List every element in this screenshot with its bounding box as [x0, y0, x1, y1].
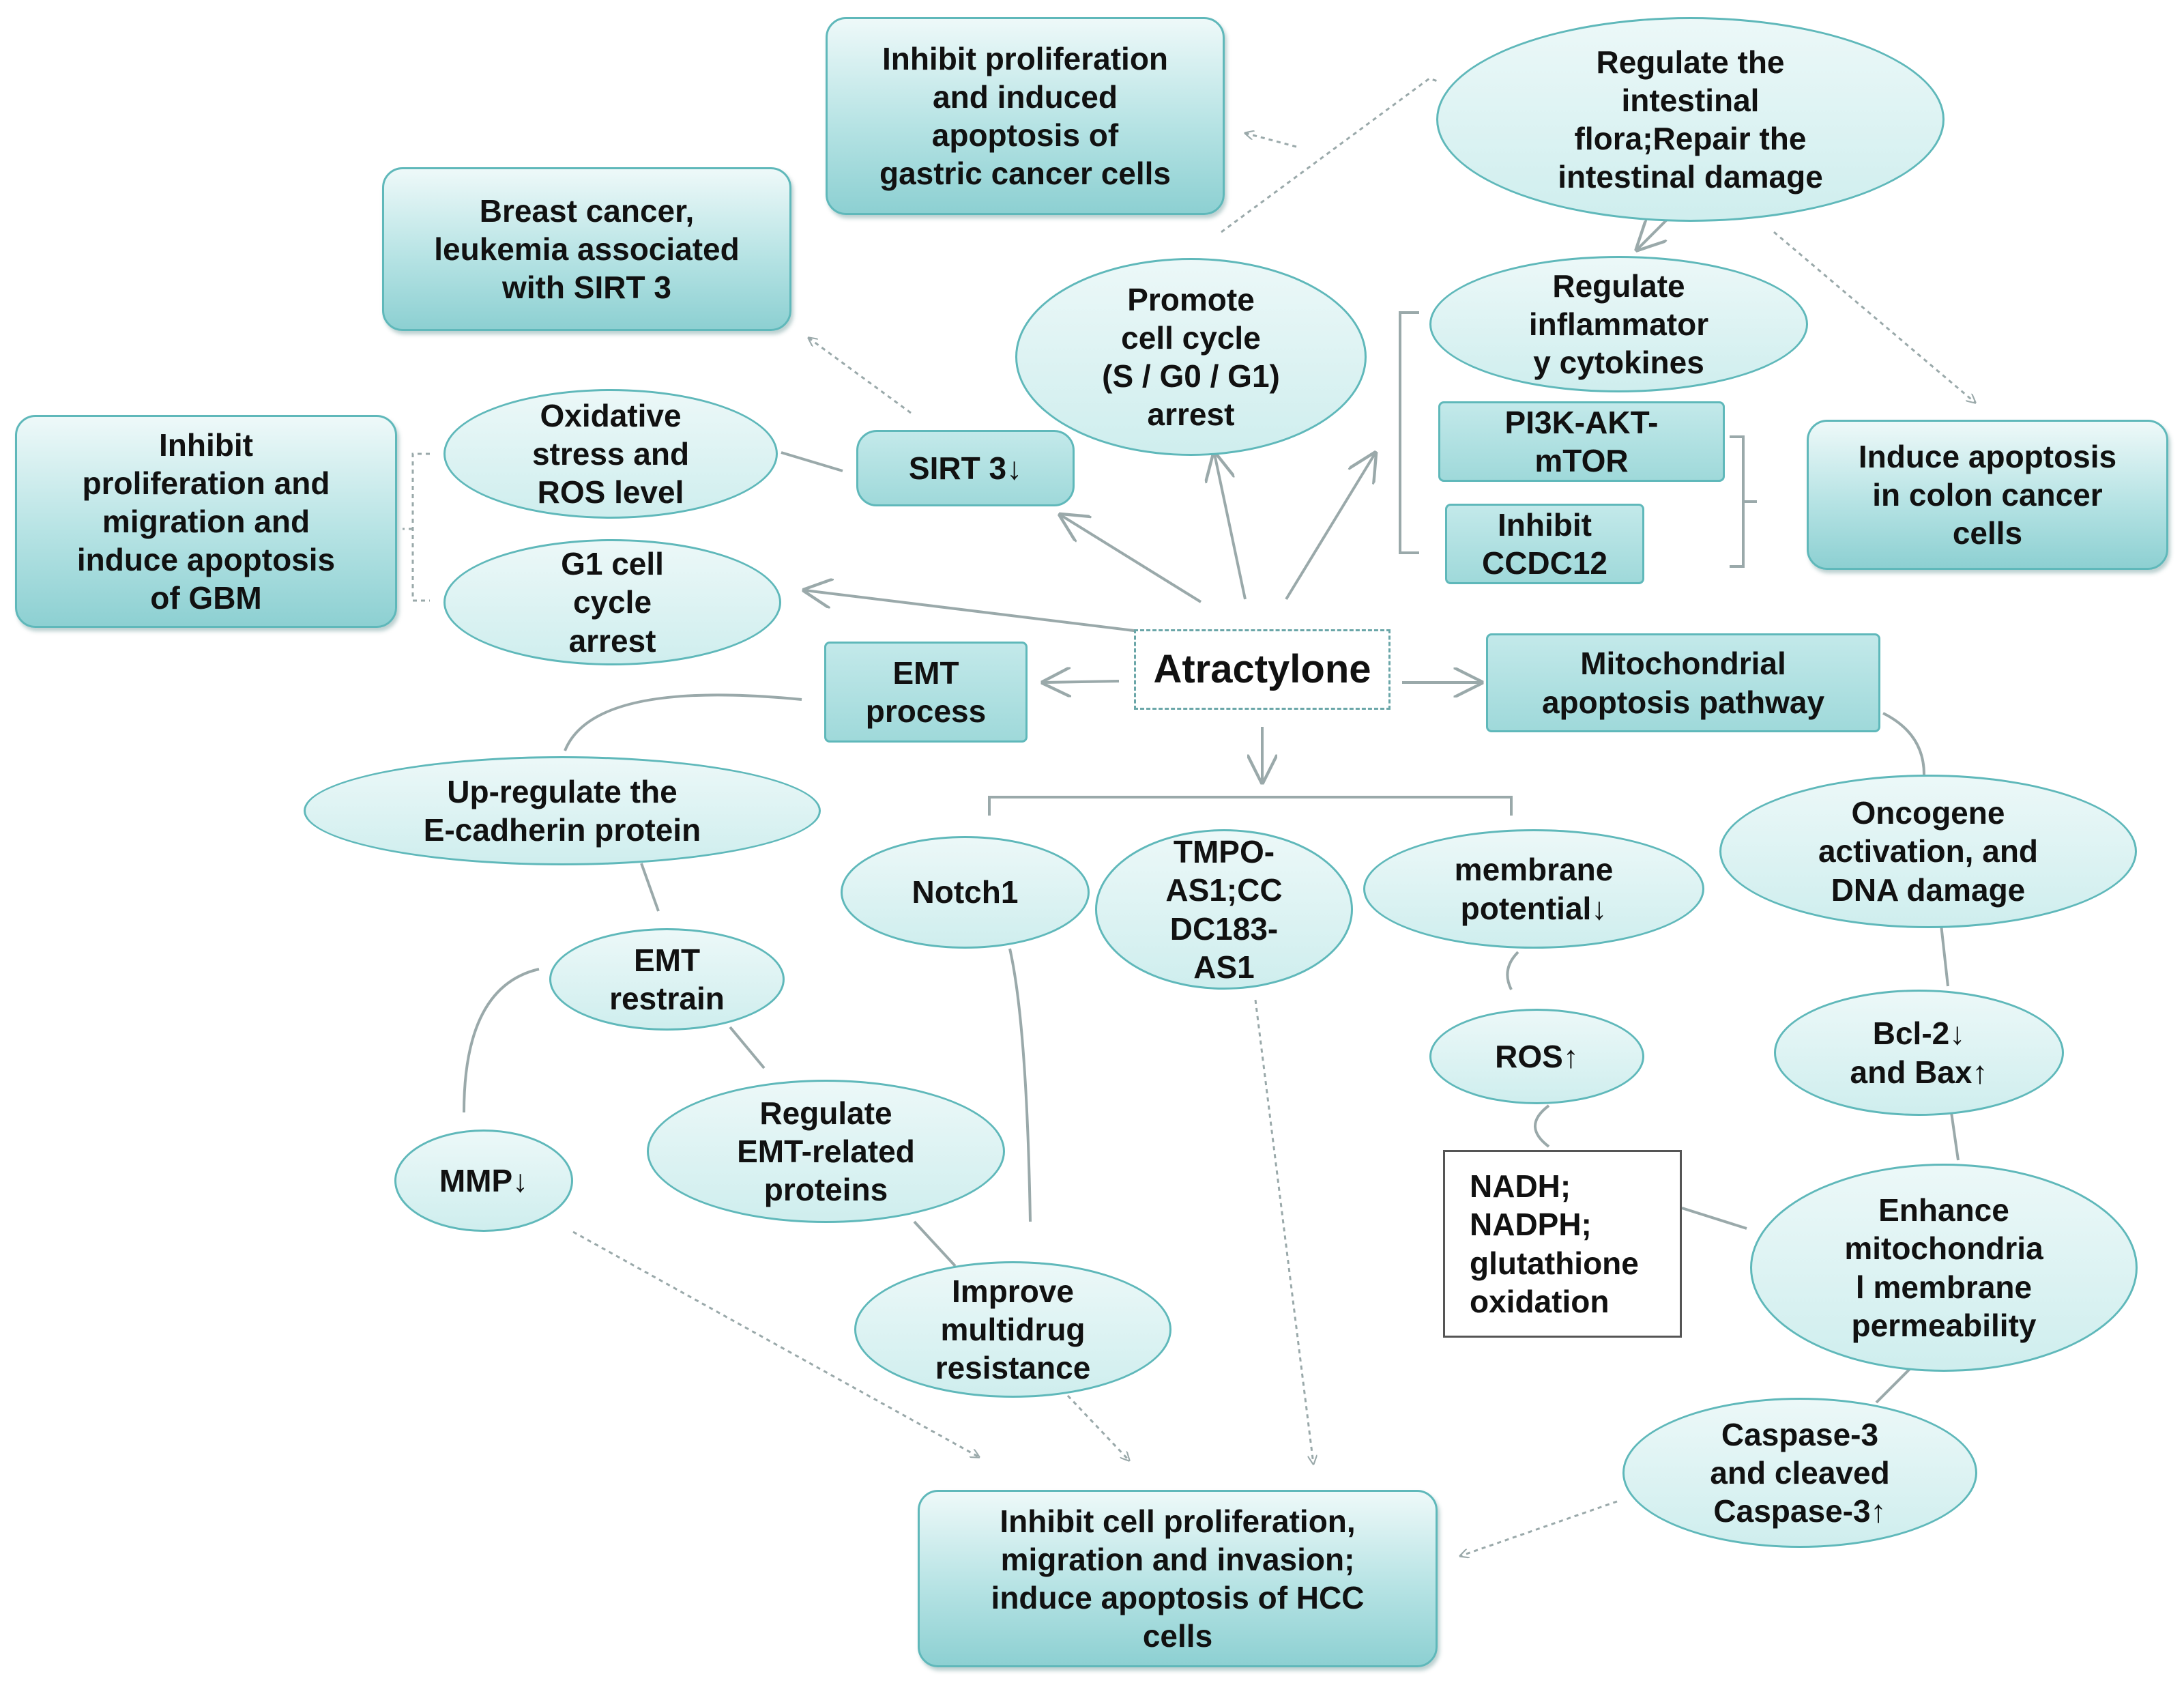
dotted-tmpo-hcc: [1254, 999, 1313, 1464]
mito-permeability-ellipse: Enhance mitochondria l membrane permeabi…: [1750, 1164, 2138, 1372]
nadh-box: NADH; NADPH; glutathione oxidation: [1443, 1150, 1682, 1338]
line-sirt3-oxidative: [781, 451, 843, 472]
line-ros-nadh: [1534, 1104, 1550, 1148]
sirt3-box: SIRT 3↓: [856, 430, 1075, 506]
arrow-to-promote-cycle: [1214, 454, 1247, 600]
line-restrain-proteins: [729, 1026, 766, 1069]
dotted-promote-gastric: [1221, 77, 1440, 233]
colon-outcome-box: Induce apoptosis in colon cancer cells: [1807, 420, 2168, 570]
center-atractylone: Atractylone: [1134, 629, 1391, 710]
dotted-caspase-hcc: [1460, 1500, 1618, 1556]
g1-arrest-ellipse: G1 cell cycle arrest: [443, 539, 781, 665]
hcc-outcome-box: Inhibit cell proliferation, migration an…: [918, 1490, 1438, 1667]
arrow-to-right-bracket: [1285, 454, 1375, 601]
line-ecadherin-emt-restrain: [640, 863, 660, 912]
arrow-to-emt-process: [1044, 681, 1120, 682]
dotted-gbm-bracket: [403, 452, 430, 602]
mmp-ellipse: MMP↓: [394, 1130, 573, 1232]
inflammatory-ellipse: Regulate inflammator y cytokines: [1429, 256, 1808, 392]
promote-cell-cycle-ellipse: Promote cell cycle (S / G0 / G1) arrest: [1015, 258, 1367, 456]
line-mito-oncogene: [1882, 712, 1925, 775]
multidrug-ellipse: Improve multidrug resistance: [854, 1261, 1171, 1398]
line-restrain-mmp: [463, 968, 540, 1113]
breast-cancer-box: Breast cancer, leukemia associated with …: [382, 167, 791, 331]
line-proteins-multidrug: [913, 1220, 957, 1267]
oncogene-ellipse: Oncogene activation, and DNA damage: [1719, 775, 2137, 928]
tmpo-ellipse: TMPO- AS1;CC DC183- AS1: [1095, 829, 1353, 990]
bracket-pi3k: [1730, 435, 1757, 568]
line-bcl2-permeability: [1950, 1112, 1960, 1161]
oxidative-stress-ellipse: Oxidative stress and ROS level: [443, 389, 778, 519]
line-oncogene-bcl2: [1940, 924, 1949, 987]
arrow-to-g1-arrest: [805, 590, 1140, 633]
bracket-down: [988, 796, 1513, 816]
emt-proteins-ellipse: Regulate EMT-related proteins: [647, 1080, 1005, 1223]
arrow-to-sirt3: [1061, 515, 1202, 603]
mito-pathway-box: Mitochondrial apoptosis pathway: [1486, 633, 1880, 732]
membrane-potential-ellipse: membrane potential↓: [1363, 829, 1704, 949]
caspase-ellipse: Caspase-3 and cleaved Caspase-3↑: [1622, 1398, 1977, 1548]
notch1-ellipse: Notch1: [841, 836, 1090, 949]
line-membrane-ros: [1506, 951, 1519, 990]
emt-process-box: EMT process: [824, 642, 1028, 743]
emt-restrain-ellipse: EMT restrain: [549, 928, 785, 1031]
line-nadh-permeability: [1681, 1207, 1747, 1230]
line-notch1-multidrug: [1008, 948, 1032, 1222]
dotted-flora-colon: [1773, 231, 1975, 403]
dotted-sirt3-breast: [809, 338, 912, 414]
ccdc12-box: Inhibit CCDC12: [1445, 504, 1644, 584]
gastric-outcome-box: Inhibit proliferation and induced apopto…: [826, 17, 1225, 215]
line-permeability-caspase: [1875, 1367, 1912, 1404]
bracket-inflammatory: [1399, 311, 1419, 554]
gbm-outcome-box: Inhibit proliferation and migration and …: [15, 415, 397, 628]
dotted-multidrug-hcc: [1066, 1394, 1129, 1461]
bcl2-ellipse: Bcl-2↓ and Bax↑: [1774, 990, 2064, 1116]
dotted-mmp-hcc: [572, 1231, 979, 1457]
intestinal-flora-ellipse: Regulate the intestinal flora;Repair the…: [1436, 17, 1945, 222]
ros-up-ellipse: ROS↑: [1429, 1009, 1644, 1104]
pi3k-box: PI3K-AKT- mTOR: [1438, 401, 1725, 482]
ecadherin-ellipse: Up-regulate the E-cadherin protein: [304, 756, 821, 865]
line-emt-ecadherin: [564, 693, 802, 751]
